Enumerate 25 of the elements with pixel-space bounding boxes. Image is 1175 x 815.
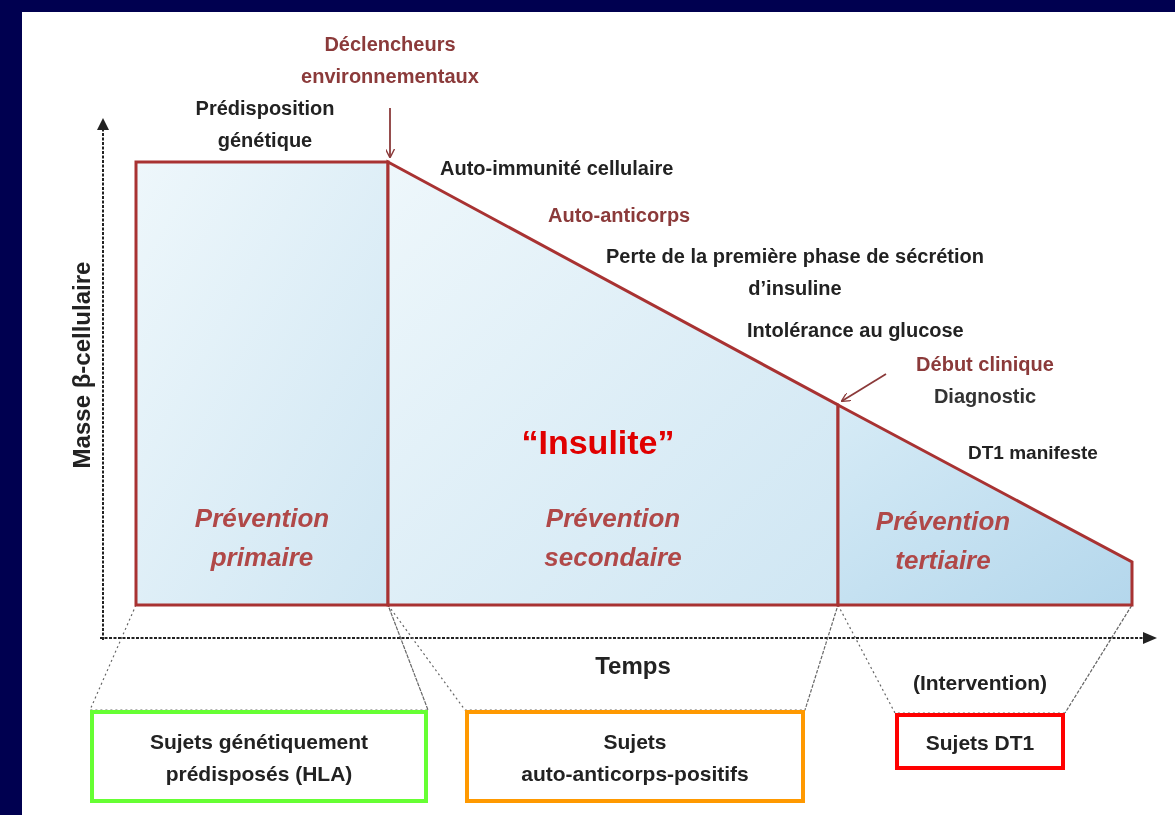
stage-annotation: Prédisposition génétique [194,96,336,153]
dotted-connector [837,604,1133,714]
group-label: Sujets génétiquement prédisposés (HLA) [148,729,370,787]
stage-annotation: DT1 manifeste [968,441,1099,465]
stage-label: Prévention primaire [193,502,331,574]
event-label: Début clinique [915,352,1055,377]
event-label: Diagnostic [932,384,1038,409]
group-label: Sujets DT1 [924,730,1036,756]
stage-title: “Insulite” [520,422,676,463]
group-label: Sujets auto-anticorps-positifs [520,729,750,787]
stage-annotation: Intolérance au glucose [747,318,965,343]
stage-annotation: Auto-immunité cellulaire [440,156,675,181]
trigger-label: Déclencheurs environnementaux [300,32,480,89]
group-box [90,710,428,803]
group-box [465,710,805,803]
dotted-connector [384,107,396,159]
dotted-connector [840,373,887,403]
axis-title: Temps [594,651,672,681]
stage-label: Prévention secondaire [543,502,683,574]
stage-annotation: Auto-anticorps [548,203,692,228]
group-box [895,713,1065,770]
stage-annotation: Perte de la première phase de sécrétion d’insuline [605,244,985,301]
stage-label: Prévention tertiaire [874,505,1012,577]
note-label: (Intervention) [911,670,1049,696]
axis-title: Masse β-cellulaire [67,260,96,471]
